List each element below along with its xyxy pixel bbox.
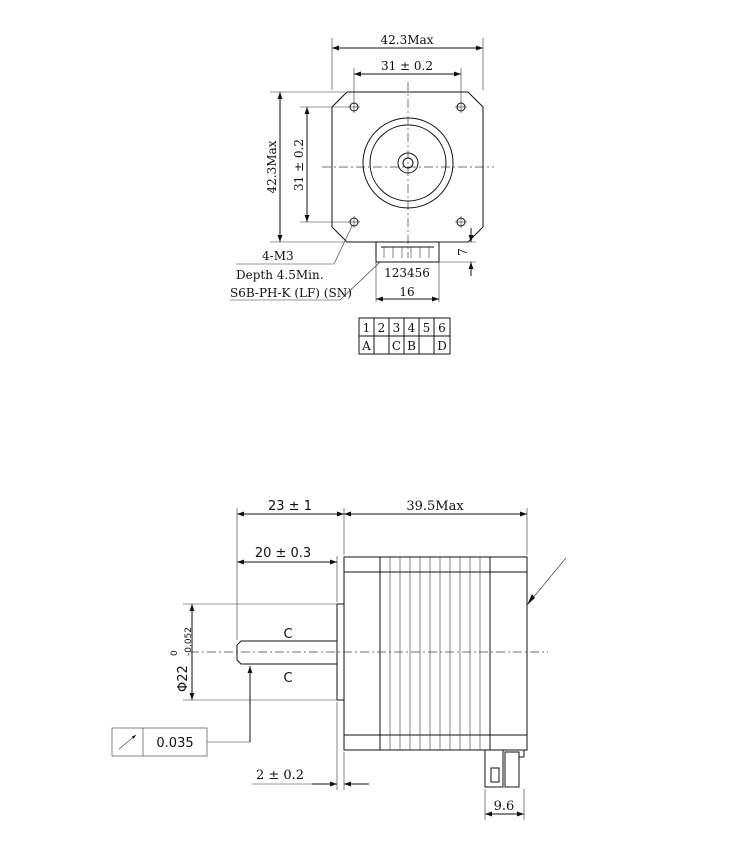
label-hole-depth: Depth 4.5Min. [236, 268, 324, 282]
pin-3: 3 [393, 321, 401, 335]
dim-hole-spacing-v: 31 ± 0.2 [292, 139, 306, 191]
front-connector [375, 241, 440, 263]
pin-6: 6 [438, 321, 446, 335]
pin-4: 4 [408, 321, 416, 335]
dim-boss-height: 2 ± 0.2 [256, 768, 304, 783]
front-shaft-outer [397, 152, 419, 174]
dim-boss-tol-lower: -0.052 [184, 627, 194, 656]
phase-4: B [407, 339, 416, 353]
dim-connector-width: 16 [399, 285, 414, 299]
runout-tolerance-frame: 0.035 [111, 666, 253, 757]
dim-overall-width: 42.3Max [381, 33, 434, 47]
front-boss-inner [369, 124, 447, 202]
front-shaft-inner [402, 157, 414, 169]
label-mount-holes: 4-M3 [262, 249, 294, 263]
label-connector-model: S6B-PH-K (LF) (SN) [230, 286, 352, 300]
side-view: 23 ± 1 39.5Max 20 ± 0.3 Φ22 0 -0.052 C C… [111, 499, 567, 820]
dim-connector-height: 7 [456, 248, 470, 256]
pin-2: 2 [378, 321, 386, 335]
pin-5: 5 [423, 321, 431, 335]
side-body-outline [343, 556, 528, 751]
runout-value: 0.035 [156, 736, 193, 751]
dim-connector-depth: 9.6 [494, 799, 515, 814]
flat-mark-top: C [283, 627, 292, 642]
flat-mark-bottom: C [283, 671, 292, 686]
phase-3: C [392, 339, 401, 353]
side-shaft [236, 640, 337, 665]
dim-overall-height: 42.3Max [265, 140, 279, 193]
front-view: 42.3Max 31 ± 0.2 42.3Max 31 ± 0.2 4-M3 D… [230, 33, 494, 302]
dim-boss-tol-upper: 0 [170, 650, 180, 656]
runout-arrow-icon [118, 734, 137, 750]
side-laminations [389, 557, 481, 750]
dim-body-length: 39.5Max [406, 499, 464, 514]
label-connector-pins: 123456 [384, 266, 430, 280]
phase-1: A [361, 339, 371, 353]
dim-hole-spacing-h: 31 ± 0.2 [381, 59, 433, 73]
front-boss-outer [362, 117, 454, 209]
pin-table: 1 2 3 4 5 6 A C B D [358, 317, 451, 355]
dim-boss-diameter: Φ22 [176, 665, 191, 692]
side-connector [484, 750, 525, 788]
dim-shaft-length: 20 ± 0.3 [255, 546, 311, 561]
phase-6: D [437, 339, 447, 353]
pin-1: 1 [363, 321, 371, 335]
dim-shaft-total: 23 ± 1 [268, 499, 312, 514]
